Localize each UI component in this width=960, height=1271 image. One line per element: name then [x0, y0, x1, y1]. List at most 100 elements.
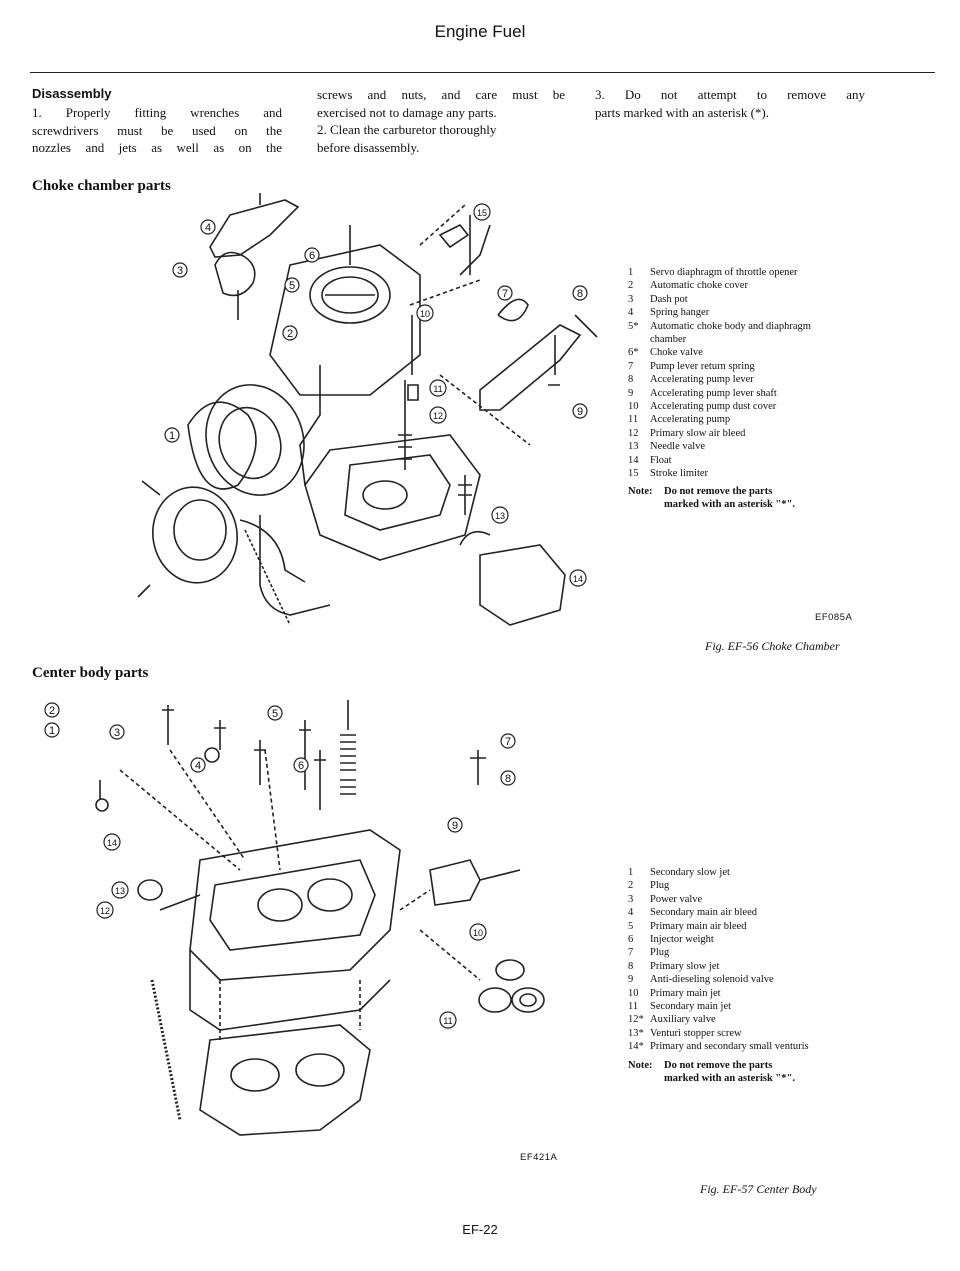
disassembly-col3: 3. Do not attempt to remove any parts ma… — [595, 86, 865, 121]
legend-item: 12*Auxiliary valve — [628, 1014, 716, 1026]
callout-11: 11 — [429, 379, 447, 397]
center-fig-code: EF421A — [520, 1152, 558, 1163]
choke-chamber-diagram: 1 2 3 4 5 6 7 8 9 10 11 12 13 14 15 — [137, 193, 598, 626]
text-line: before disassembly. — [317, 139, 420, 155]
callout-8: 8 — [572, 285, 588, 301]
callout-3: 3 — [172, 262, 188, 278]
text-line: 2. Clean the carburetor thoroughly — [317, 122, 497, 137]
disassembly-heading: Disassembly — [32, 86, 112, 101]
text-line: parts marked with an asterisk (*). — [595, 104, 770, 120]
callout-13: 13 — [491, 506, 509, 524]
center-fig-caption: Fig. EF-57 Center Body — [700, 1182, 817, 1196]
callout-3: 3 — [109, 724, 125, 740]
callout-12: 12 — [429, 406, 447, 424]
callout-14: 14 — [569, 569, 587, 587]
svg-text:11: 11 — [443, 1016, 452, 1026]
callout-11: 11 — [439, 1011, 457, 1029]
legend-item: 13*Venturi stopper screw — [628, 1027, 742, 1039]
callout-5: 5 — [267, 705, 283, 721]
callout-2: 2 — [44, 702, 60, 718]
disassembly-col2: screws and nuts, and care must be exerci… — [317, 86, 565, 156]
callout-4: 4 — [200, 219, 216, 235]
callout-10: 10 — [469, 923, 487, 941]
callout-1: 1 — [164, 427, 180, 443]
svg-text:9: 9 — [452, 820, 458, 832]
callout-12: 12 — [96, 901, 114, 919]
text-line: 1. Properly fitting wrenches and — [32, 105, 282, 120]
svg-text:1: 1 — [169, 430, 175, 442]
svg-text:2: 2 — [287, 328, 293, 340]
svg-text:10: 10 — [473, 928, 483, 938]
callout-5: 5 — [284, 277, 300, 293]
callout-13: 13 — [111, 881, 129, 899]
choke-chamber-heading: Choke chamber parts — [32, 178, 171, 194]
legend-item: 5*Automatic choke body and diaphragm cha… — [628, 320, 811, 346]
callout-9: 9 — [447, 817, 463, 833]
svg-text:2: 2 — [49, 705, 55, 717]
svg-text:3: 3 — [177, 265, 183, 277]
callout-9: 9 — [572, 403, 588, 419]
choke-fig-caption: Fig. EF-56 Choke Chamber — [705, 639, 840, 653]
svg-text:10: 10 — [420, 309, 430, 319]
svg-text:15: 15 — [477, 208, 487, 218]
svg-text:8: 8 — [577, 288, 583, 300]
text-line: screwdrivers must be used on the — [32, 122, 282, 138]
callout-8: 8 — [500, 770, 516, 786]
svg-text:4: 4 — [205, 222, 211, 234]
callout-4: 4 — [190, 757, 206, 773]
disassembly-col1: 1. Properly fitting wrenches and screwdr… — [32, 104, 282, 157]
callout-6: 6 — [293, 757, 309, 773]
callout-2: 2 — [282, 325, 298, 341]
svg-text:7: 7 — [505, 736, 511, 748]
svg-text:11: 11 — [433, 384, 442, 394]
svg-text:1: 1 — [49, 725, 55, 737]
choke-fig-code: EF085A — [815, 612, 853, 623]
callout-10: 10 — [416, 304, 434, 322]
svg-text:6: 6 — [298, 760, 304, 772]
callout-7: 7 — [497, 285, 513, 301]
svg-text:9: 9 — [577, 406, 583, 418]
callout-7: 7 — [500, 733, 516, 749]
header-rule — [30, 72, 935, 73]
callout-6: 6 — [304, 247, 320, 263]
svg-text:14: 14 — [573, 574, 583, 584]
svg-text:14: 14 — [107, 838, 117, 848]
page-header-title: Engine Fuel — [434, 22, 526, 41]
svg-text:5: 5 — [289, 280, 295, 292]
svg-text:13: 13 — [115, 886, 125, 896]
text-line: exercised not to damage any parts. — [317, 104, 497, 120]
svg-text:12: 12 — [433, 411, 443, 421]
svg-text:5: 5 — [272, 708, 278, 720]
svg-text:4: 4 — [195, 760, 201, 772]
svg-text:8: 8 — [505, 773, 511, 785]
svg-text:3: 3 — [114, 727, 120, 739]
callout-15: 15 — [473, 203, 491, 221]
text-line: 3. Do not attempt to remove any — [595, 87, 865, 102]
legend-item: 6*Choke valve — [628, 347, 703, 359]
svg-text:7: 7 — [502, 288, 508, 300]
center-body-heading: Center body parts — [32, 665, 149, 681]
svg-text:6: 6 — [309, 250, 315, 262]
